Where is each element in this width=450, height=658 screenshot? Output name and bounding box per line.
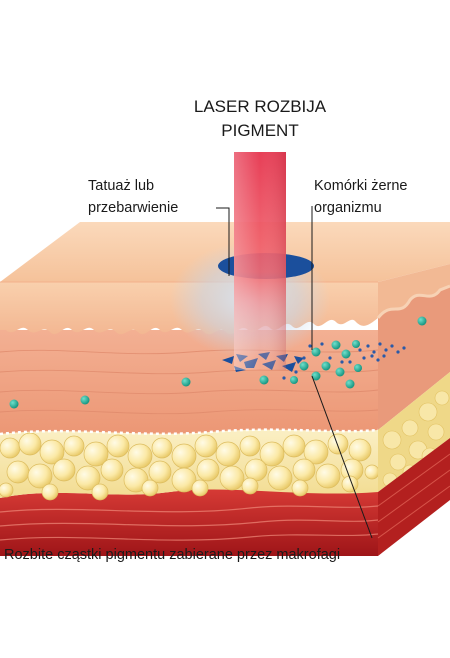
fat-globule <box>291 479 309 497</box>
fat-globule <box>148 460 172 484</box>
title-line-1: LASER ROZBIJA <box>194 97 327 116</box>
fat-globule <box>0 437 21 459</box>
macrophage-cell <box>259 375 269 385</box>
pigment-particle <box>320 342 324 346</box>
muscle-fibers <box>0 505 379 541</box>
fat-globule <box>39 439 65 465</box>
fat-globule <box>282 434 306 458</box>
pigment-particle <box>308 344 312 348</box>
pigment-particle <box>390 344 394 348</box>
macrophage-cell <box>9 399 19 409</box>
fat-globule <box>303 439 329 465</box>
pigment-particle <box>378 342 382 346</box>
pigment-particle <box>372 350 376 354</box>
cells-label-line-2: organizmu <box>314 200 382 216</box>
fat-globule <box>52 458 76 482</box>
macrophage-cell <box>311 371 321 381</box>
fat-globule <box>63 435 85 457</box>
pigment-particle <box>358 348 362 352</box>
fat-globule <box>348 438 372 462</box>
fat-globule <box>315 463 341 489</box>
fat-globule <box>41 483 59 501</box>
pigment-particle <box>302 356 306 360</box>
macrophage-cells <box>9 316 427 409</box>
fat-globule <box>191 479 209 497</box>
pigment-particle <box>340 360 344 364</box>
tattoo-label-line-1: Tatuaż lub <box>88 178 154 194</box>
macrophage-cell <box>290 376 298 384</box>
fat-globule <box>100 458 124 482</box>
pigment-particle <box>348 360 352 364</box>
macrophage-cell <box>311 347 321 357</box>
fat-globule <box>241 477 259 495</box>
fat-globule <box>151 437 173 459</box>
muscle-layer <box>0 489 378 556</box>
fat-globule <box>196 458 220 482</box>
macrophage-cell <box>331 340 341 350</box>
pigment-particle <box>370 354 374 358</box>
pigment-particle <box>294 370 298 374</box>
fat-globule <box>327 433 349 455</box>
pigment-particle <box>384 348 388 352</box>
fat-globule <box>171 467 197 493</box>
macrophage-cell <box>321 361 331 371</box>
pigment-particle <box>328 356 332 360</box>
tattoo-label-line-2: przebarwienie <box>88 200 178 216</box>
fat-globule <box>75 465 101 491</box>
pigment-particle <box>382 354 386 358</box>
fat-globule <box>27 463 53 489</box>
basement-membrane <box>0 428 379 436</box>
caption: Rozbite cząstki pigmentu zabierane przez… <box>4 547 340 563</box>
side-dermis <box>378 286 450 430</box>
pigment-particle <box>396 350 400 354</box>
pigment-particle <box>402 346 406 350</box>
fat-globules <box>0 432 380 501</box>
fat-globule <box>127 443 153 469</box>
pigment-particle <box>362 356 366 360</box>
pigment-particle <box>366 344 370 348</box>
pigment-particle <box>376 358 380 362</box>
fat-globule <box>141 479 159 497</box>
fat-globule <box>91 483 109 501</box>
fat-globule <box>171 443 197 469</box>
macrophage-cell <box>352 340 360 348</box>
fat-globule <box>292 458 316 482</box>
macrophage-cell <box>354 364 362 372</box>
fat-globule <box>244 458 268 482</box>
fat-globule <box>219 465 245 491</box>
pigment-particles <box>282 342 406 380</box>
fat-globule <box>6 460 30 484</box>
macrophage-cell <box>181 377 191 387</box>
fat-globule <box>83 441 109 467</box>
fat-globule <box>215 441 241 467</box>
fat-globule <box>194 434 218 458</box>
pigment-particle <box>282 376 286 380</box>
macrophage-cell <box>335 367 345 377</box>
fat-globule <box>18 432 42 456</box>
macrophage-cell <box>345 379 355 389</box>
cells-label-line-1: Komórki żerne <box>314 178 407 194</box>
skin-block <box>0 222 450 556</box>
fat-globule <box>267 465 293 491</box>
laser-beam <box>234 152 286 370</box>
fat-globule <box>364 464 380 480</box>
dermis-texture <box>0 349 379 415</box>
fat-globule <box>0 482 14 498</box>
leader-lines <box>216 206 373 539</box>
macrophage-cell <box>417 316 427 326</box>
macrophage-cell <box>341 349 351 359</box>
fat-globule <box>239 435 261 457</box>
fat-globule <box>259 441 285 467</box>
macrophage-cell <box>80 395 90 405</box>
macrophage-cell <box>299 361 309 371</box>
fat-globule <box>106 434 130 458</box>
title-line-2: PIGMENT <box>221 121 298 140</box>
